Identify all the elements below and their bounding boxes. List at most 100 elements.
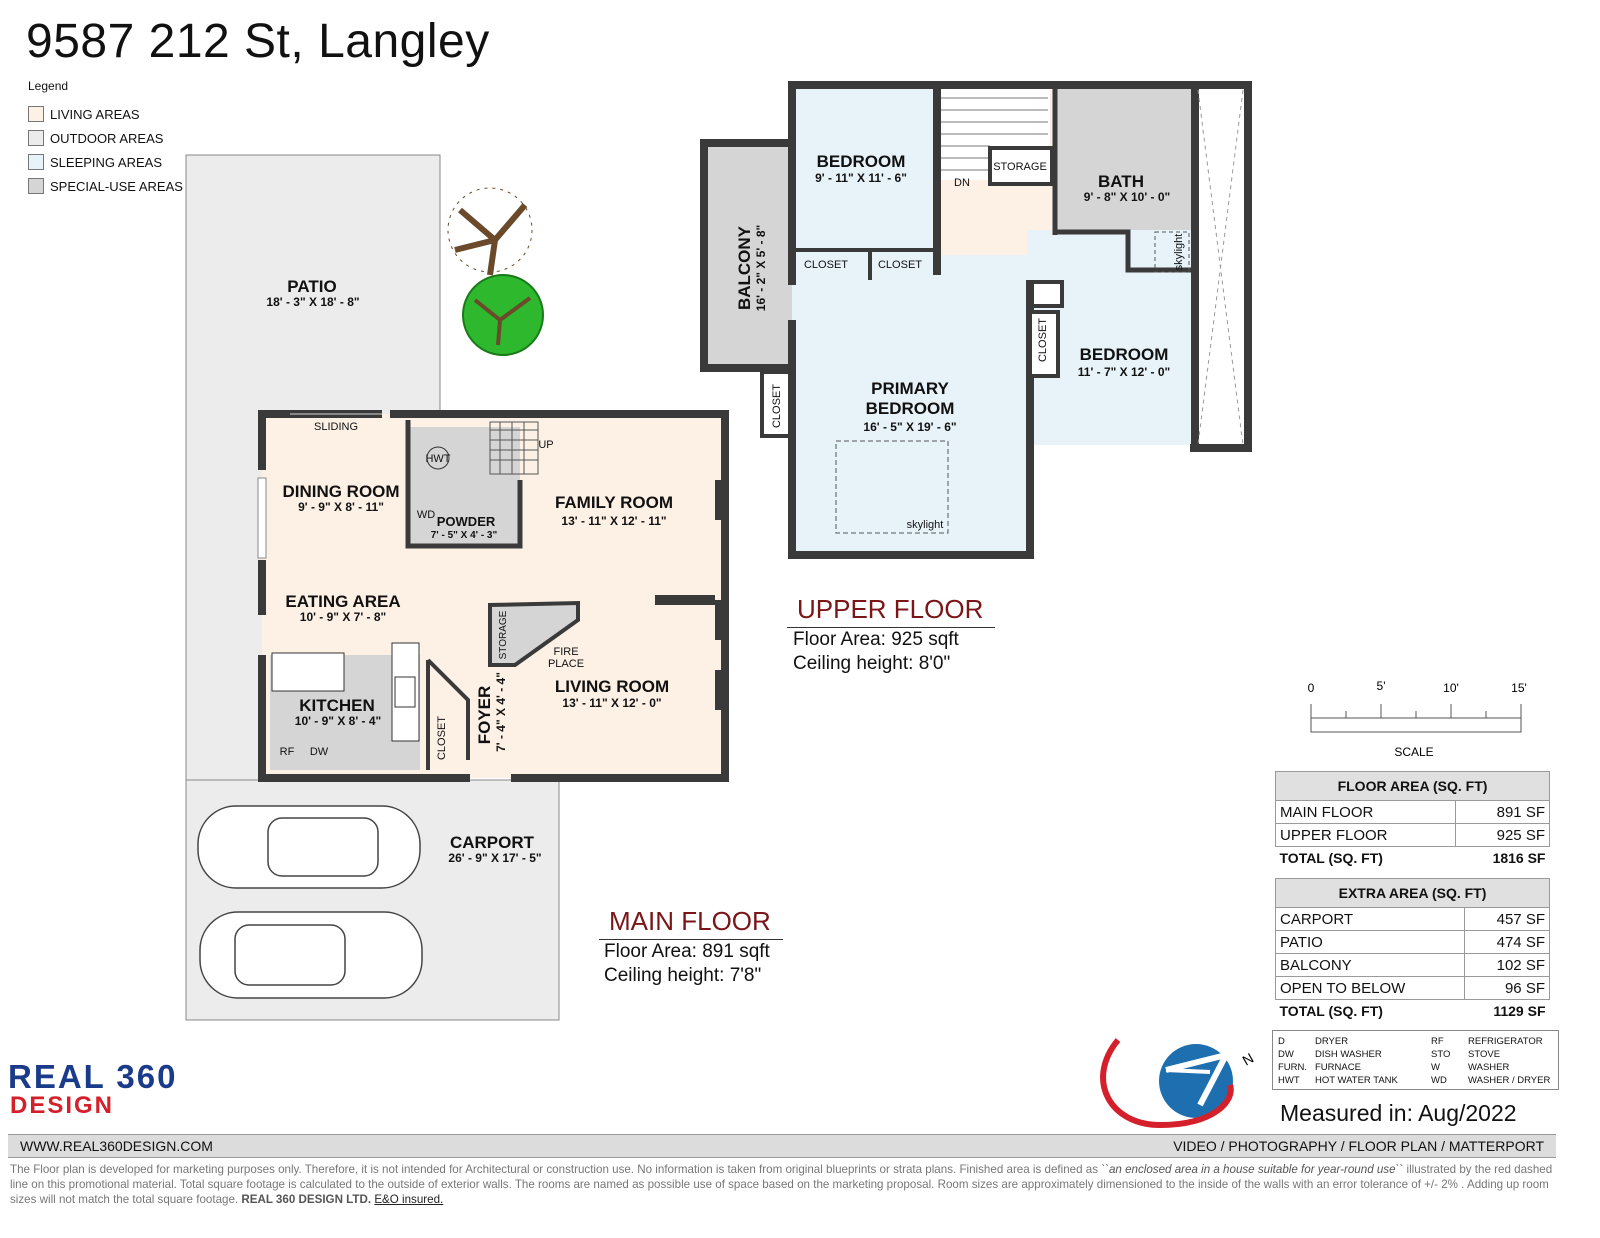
abbr-meaning: WASHER / DRYER [1468, 1075, 1551, 1086]
main-floor-ceiling: Ceiling height: 7'8" [604, 965, 762, 986]
room-name-family: FAMILY ROOM [555, 493, 673, 512]
table-row: PATIO 474 SF [1274, 930, 1550, 954]
stairs-up-label: UP [538, 439, 553, 451]
disclaimer: The Floor plan is developed for marketin… [10, 1162, 1560, 1207]
measured-date: Measured in: Aug/2022 [1280, 1100, 1517, 1126]
legend-label: OUTDOOR AREAS [50, 130, 164, 146]
services-text: VIDEO / PHOTOGRAPHY / FLOOR PLAN / MATTE… [1173, 1138, 1544, 1154]
dw-label: DW [310, 746, 329, 758]
room-name-eating: EATING AREA [285, 592, 400, 611]
table-cell-value: 102 SF [1464, 953, 1550, 977]
legend-swatch [28, 178, 44, 194]
main-floor-title: MAIN FLOOR [599, 906, 783, 940]
upper-floor-ceiling: Ceiling height: 8'0" [793, 653, 951, 674]
website-link[interactable]: WWW.REAL360DESIGN.COM [20, 1138, 213, 1154]
scale-tick-label: 15' [1511, 681, 1527, 695]
legend-item-special: SPECIAL-USE AREAS [28, 177, 183, 195]
floor-plan-drawing: PATIO 18' - 3" X 18' - 8" SLIDING DINING… [8, 81, 1527, 1129]
table-total-label: TOTAL (SQ. FT) [1279, 1003, 1383, 1019]
table-cell-value: 474 SF [1464, 930, 1550, 954]
fireplace-label-1: FIRE [553, 646, 578, 658]
upper-floor-title: UPPER FLOOR [787, 594, 996, 628]
room-dim-foyer: 7' - 4" X 4' - 4" [494, 672, 508, 752]
abbr-meaning: WASHER [1468, 1062, 1510, 1073]
table-row: OPEN TO BELOW 96 SF [1274, 976, 1550, 1000]
main-floor-walls [258, 410, 729, 782]
main-floor-wall-posts [655, 480, 729, 710]
scale-tick-label: 5' [1377, 679, 1386, 693]
room-dim-bath: 9' - 8" X 10' - 0" [1084, 190, 1170, 204]
room-dim-eating: 10' - 9" X 7' - 8" [300, 610, 386, 624]
rf-label: RF [280, 746, 295, 758]
open-to-below-marks [1197, 89, 1244, 446]
scale-label: SCALE [1394, 745, 1433, 759]
kitchen-island [271, 652, 345, 692]
abbr-meaning: FURNACE [1315, 1062, 1361, 1073]
room-name-powder: POWDER [437, 514, 496, 529]
hwt-label: HWT [425, 453, 450, 465]
storage-box [988, 146, 1054, 186]
sliding-label: SLIDING [314, 421, 358, 433]
closet-walls [792, 248, 937, 280]
upper-floor-area: Floor Area: 925 sqft [793, 629, 959, 650]
table-cell-label: OPEN TO BELOW [1274, 976, 1466, 1000]
tree-icon [447, 187, 533, 276]
abbr-code: DW [1278, 1049, 1294, 1060]
upper-closet-left [760, 370, 792, 438]
room-dim-dining: 9' - 9" X 8' - 11" [298, 500, 384, 514]
bath-walls [1052, 85, 1195, 273]
table-total-row: TOTAL (SQ. FT) 1129 SF [1276, 1000, 1550, 1023]
upper-floor-info: Floor Area: 925 sqft Ceiling height: 8'0… [793, 628, 959, 676]
room-name-living: LIVING ROOM [555, 677, 669, 696]
legend-title: Legend [28, 79, 69, 93]
table-total-value: 1816 SF [1492, 850, 1546, 866]
upper-closet-right [1028, 310, 1060, 378]
closet-label-upper-1: CLOSET [804, 259, 848, 271]
table-row: UPPER FLOOR 925 SF [1275, 823, 1551, 847]
room-dim-bedroom-2: 11' - 7" X 12' - 0" [1078, 365, 1170, 379]
scale-tick-label: 0 [1308, 681, 1315, 695]
floor-area-header: FLOOR AREA (SQ. FT) [1275, 771, 1550, 801]
skylight-label-bath: skylight [1173, 234, 1185, 271]
room-name-primary-line1: PRIMARY [871, 379, 949, 398]
main-floor-info: Floor Area: 891 sqft Ceiling height: 7'8… [604, 940, 770, 988]
page-title: 9587 212 St, Langley [26, 15, 490, 68]
tree-icon [462, 274, 544, 356]
table-total-label: TOTAL (SQ. FT) [1279, 850, 1383, 866]
table-cell-value: 925 SF [1454, 823, 1551, 847]
logo-text-line2: DESIGN [10, 1092, 114, 1119]
room-dim-family: 13' - 11" X 12' - 11" [561, 514, 666, 528]
scale-bar [1310, 704, 1522, 733]
room-name-carport: CARPORT [450, 833, 535, 852]
room-name-bath: BATH [1098, 172, 1144, 191]
car-icon [199, 911, 423, 999]
closet-label-upper-4: CLOSET [1037, 318, 1049, 362]
room-name-patio: PATIO [287, 277, 336, 296]
table-row: CARPORT 457 SF [1274, 907, 1550, 931]
room-dim-carport: 26' - 9" X 17' - 5" [448, 851, 541, 865]
main-floor-area: Floor Area: 891 sqft [604, 941, 770, 962]
fireplace-label-2: PLACE [548, 658, 584, 670]
room-name-balcony: BALCONY [735, 225, 754, 310]
room-dim-balcony: 16' - 2" X 5' - 8" [754, 225, 768, 311]
powder-area [410, 427, 520, 544]
table-cell-label: MAIN FLOOR [1275, 800, 1456, 824]
storage-label-upper: STORAGE [993, 161, 1047, 173]
abbr-code: STO [1431, 1049, 1451, 1060]
abbr-code: HWT [1278, 1075, 1300, 1086]
abbr-meaning: STOVE [1468, 1049, 1501, 1060]
balcony-area [704, 143, 792, 368]
table-total-value: 1129 SF [1493, 1003, 1546, 1019]
room-name-bedroom-1: BEDROOM [817, 152, 906, 171]
room-name-foyer: FOYER [475, 686, 494, 745]
disclaimer-text-2: illustrated by the red dashed line on th… [10, 1163, 1553, 1206]
room-dim-bedroom-1: 9' - 11" X 11' - 6" [815, 171, 907, 185]
table-cell-label: PATIO [1274, 930, 1466, 954]
upper-duct-box [1030, 280, 1064, 308]
room-name-kitchen: KITCHEN [299, 696, 375, 715]
upper-floor-title-text: UPPER FLOOR [797, 594, 984, 624]
legend-label: SLEEPING AREAS [50, 154, 162, 170]
table-cell-label: UPPER FLOOR [1275, 823, 1456, 847]
disclaimer-company: REAL 360 DESIGN LTD. [241, 1193, 372, 1206]
abbr-code: WD [1431, 1075, 1447, 1086]
